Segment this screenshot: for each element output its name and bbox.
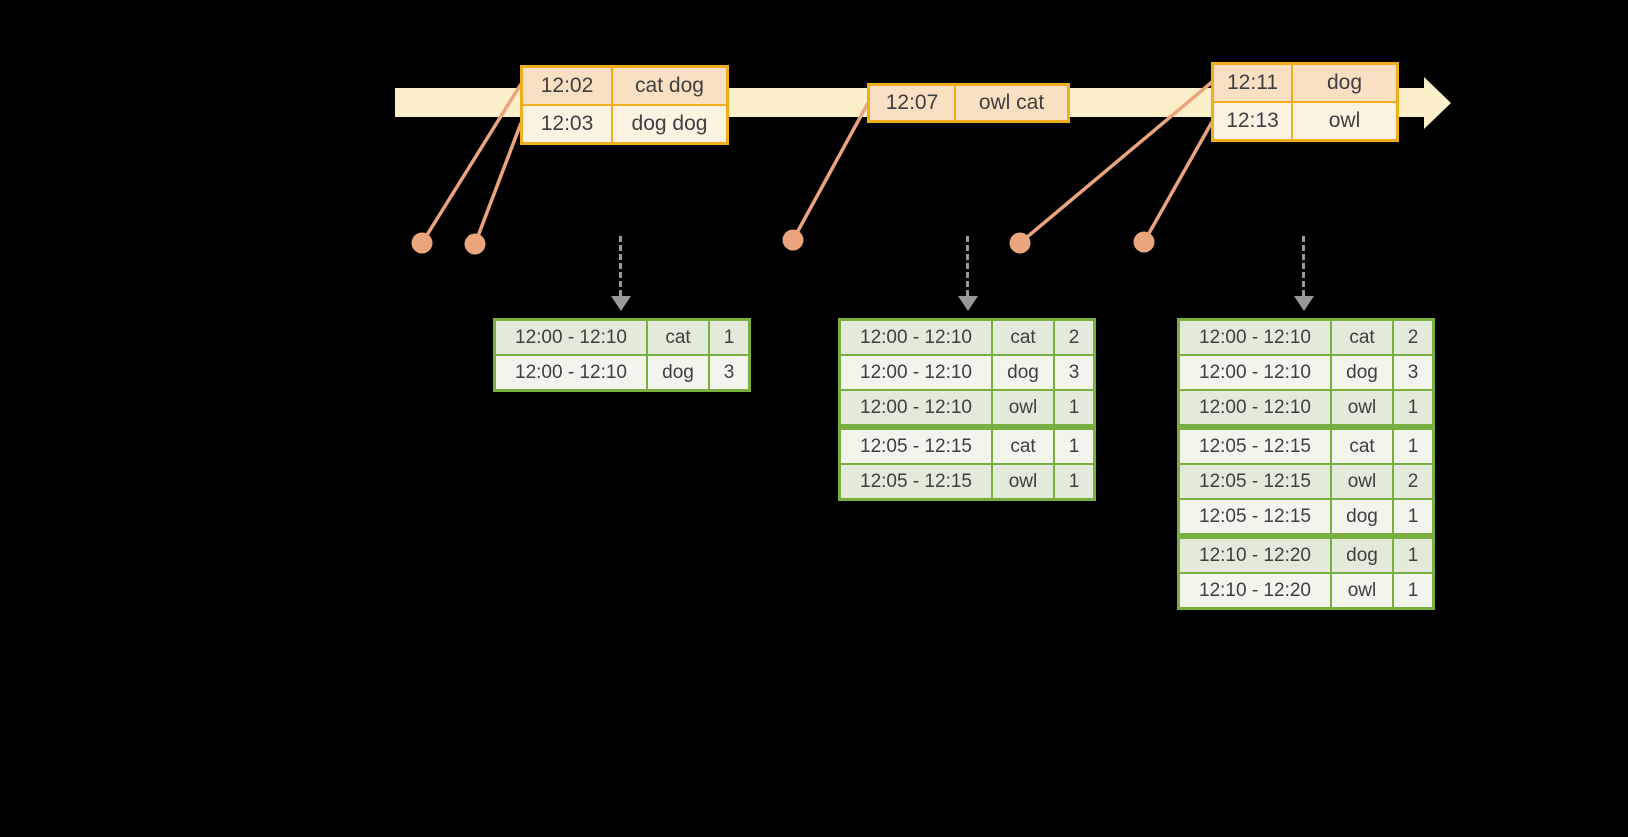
result-word-cell: cat [1332, 321, 1392, 354]
event-words-cell: dog [1293, 65, 1396, 101]
result-table-2: 12:00 - 12:10 cat 2 12:00 - 12:10 dog 3 … [838, 318, 1096, 501]
result-window-cell: 12:05 - 12:15 [1180, 500, 1330, 533]
event-dot [1009, 232, 1031, 254]
result-count-cell: 1 [1394, 574, 1432, 607]
result-window-cell: 12:00 - 12:10 [1180, 321, 1330, 354]
result-window-cell: 12:00 - 12:10 [841, 321, 991, 354]
result-window-cell: 12:00 - 12:10 [1180, 391, 1330, 424]
event-table-1: 12:02 cat dog 12:03 dog dog [520, 65, 729, 145]
result-window-cell: 12:05 - 12:15 [1180, 465, 1330, 498]
result-count-cell: 1 [1055, 391, 1093, 424]
event-connector-line [420, 83, 523, 244]
result-count-cell: 3 [1394, 356, 1432, 389]
event-time-cell: 12:03 [523, 106, 611, 142]
event-time-cell: 12:13 [1214, 103, 1291, 139]
trigger-arrow [958, 236, 978, 316]
trigger-arrow-line [1302, 236, 1305, 296]
result-count-cell: 1 [1394, 539, 1432, 572]
result-window-cell: 12:00 - 12:10 [841, 356, 991, 389]
event-connector-line [1018, 80, 1214, 245]
result-word-cell: owl [1332, 574, 1392, 607]
result-count-cell: 3 [1055, 356, 1093, 389]
trigger-arrowhead-icon [611, 296, 631, 311]
result-window-cell: 12:05 - 12:15 [1180, 430, 1330, 463]
event-dot [464, 233, 486, 255]
event-dot [1133, 231, 1155, 253]
result-count-cell: 2 [1394, 465, 1432, 498]
result-word-cell: dog [648, 356, 708, 389]
event-time-cell: 12:02 [523, 68, 611, 104]
result-word-cell: dog [1332, 356, 1392, 389]
result-window-cell: 12:10 - 12:20 [1180, 574, 1330, 607]
trigger-arrow [1294, 236, 1314, 316]
timeline-arrowhead-icon [1424, 77, 1451, 129]
event-time-cell: 12:07 [870, 86, 954, 120]
result-count-cell: 1 [1394, 430, 1432, 463]
result-table-3: 12:00 - 12:10 cat 2 12:00 - 12:10 dog 3 … [1177, 318, 1435, 610]
event-time-cell: 12:11 [1214, 65, 1291, 101]
result-word-cell: cat [1332, 430, 1392, 463]
result-word-cell: owl [993, 465, 1053, 498]
result-count-cell: 1 [710, 321, 748, 354]
result-count-cell: 1 [1394, 391, 1432, 424]
result-window-cell: 12:00 - 12:10 [496, 356, 646, 389]
event-words-cell: cat dog [613, 68, 726, 104]
event-connector-line [1142, 121, 1214, 243]
result-word-cell: owl [993, 391, 1053, 424]
result-window-cell: 12:05 - 12:15 [841, 430, 991, 463]
result-table-1: 12:00 - 12:10 cat 1 12:00 - 12:10 dog 3 [493, 318, 751, 392]
window-group-separator [1180, 535, 1432, 537]
trigger-arrow-line [966, 236, 969, 296]
result-window-cell: 12:00 - 12:10 [1180, 356, 1330, 389]
result-count-cell: 3 [710, 356, 748, 389]
event-connector-line [473, 122, 523, 245]
result-count-cell: 1 [1394, 500, 1432, 533]
trigger-arrow-line [619, 236, 622, 296]
event-dot [782, 229, 804, 251]
event-words-cell: owl [1293, 103, 1396, 139]
event-table-2: 12:07 owl cat [867, 83, 1070, 123]
result-word-cell: owl [1332, 465, 1392, 498]
result-word-cell: dog [1332, 500, 1392, 533]
result-word-cell: owl [1332, 391, 1392, 424]
result-window-cell: 12:00 - 12:10 [841, 391, 991, 424]
event-words-cell: dog dog [613, 106, 726, 142]
result-count-cell: 2 [1394, 321, 1432, 354]
result-count-cell: 1 [1055, 430, 1093, 463]
result-word-cell: cat [648, 321, 708, 354]
result-count-cell: 1 [1055, 465, 1093, 498]
event-connector-line [791, 102, 870, 241]
event-dot [411, 232, 433, 254]
window-group-separator [841, 426, 1093, 428]
result-window-cell: 12:05 - 12:15 [841, 465, 991, 498]
result-count-cell: 2 [1055, 321, 1093, 354]
trigger-arrowhead-icon [958, 296, 978, 311]
result-window-cell: 12:10 - 12:20 [1180, 539, 1330, 572]
result-word-cell: dog [993, 356, 1053, 389]
event-words-cell: owl cat [956, 86, 1067, 120]
event-table-3: 12:11 dog 12:13 owl [1211, 62, 1399, 142]
result-word-cell: cat [993, 321, 1053, 354]
trigger-arrow [611, 236, 631, 316]
result-word-cell: cat [993, 430, 1053, 463]
window-group-separator [1180, 426, 1432, 428]
result-word-cell: dog [1332, 539, 1392, 572]
trigger-arrowhead-icon [1294, 296, 1314, 311]
result-window-cell: 12:00 - 12:10 [496, 321, 646, 354]
